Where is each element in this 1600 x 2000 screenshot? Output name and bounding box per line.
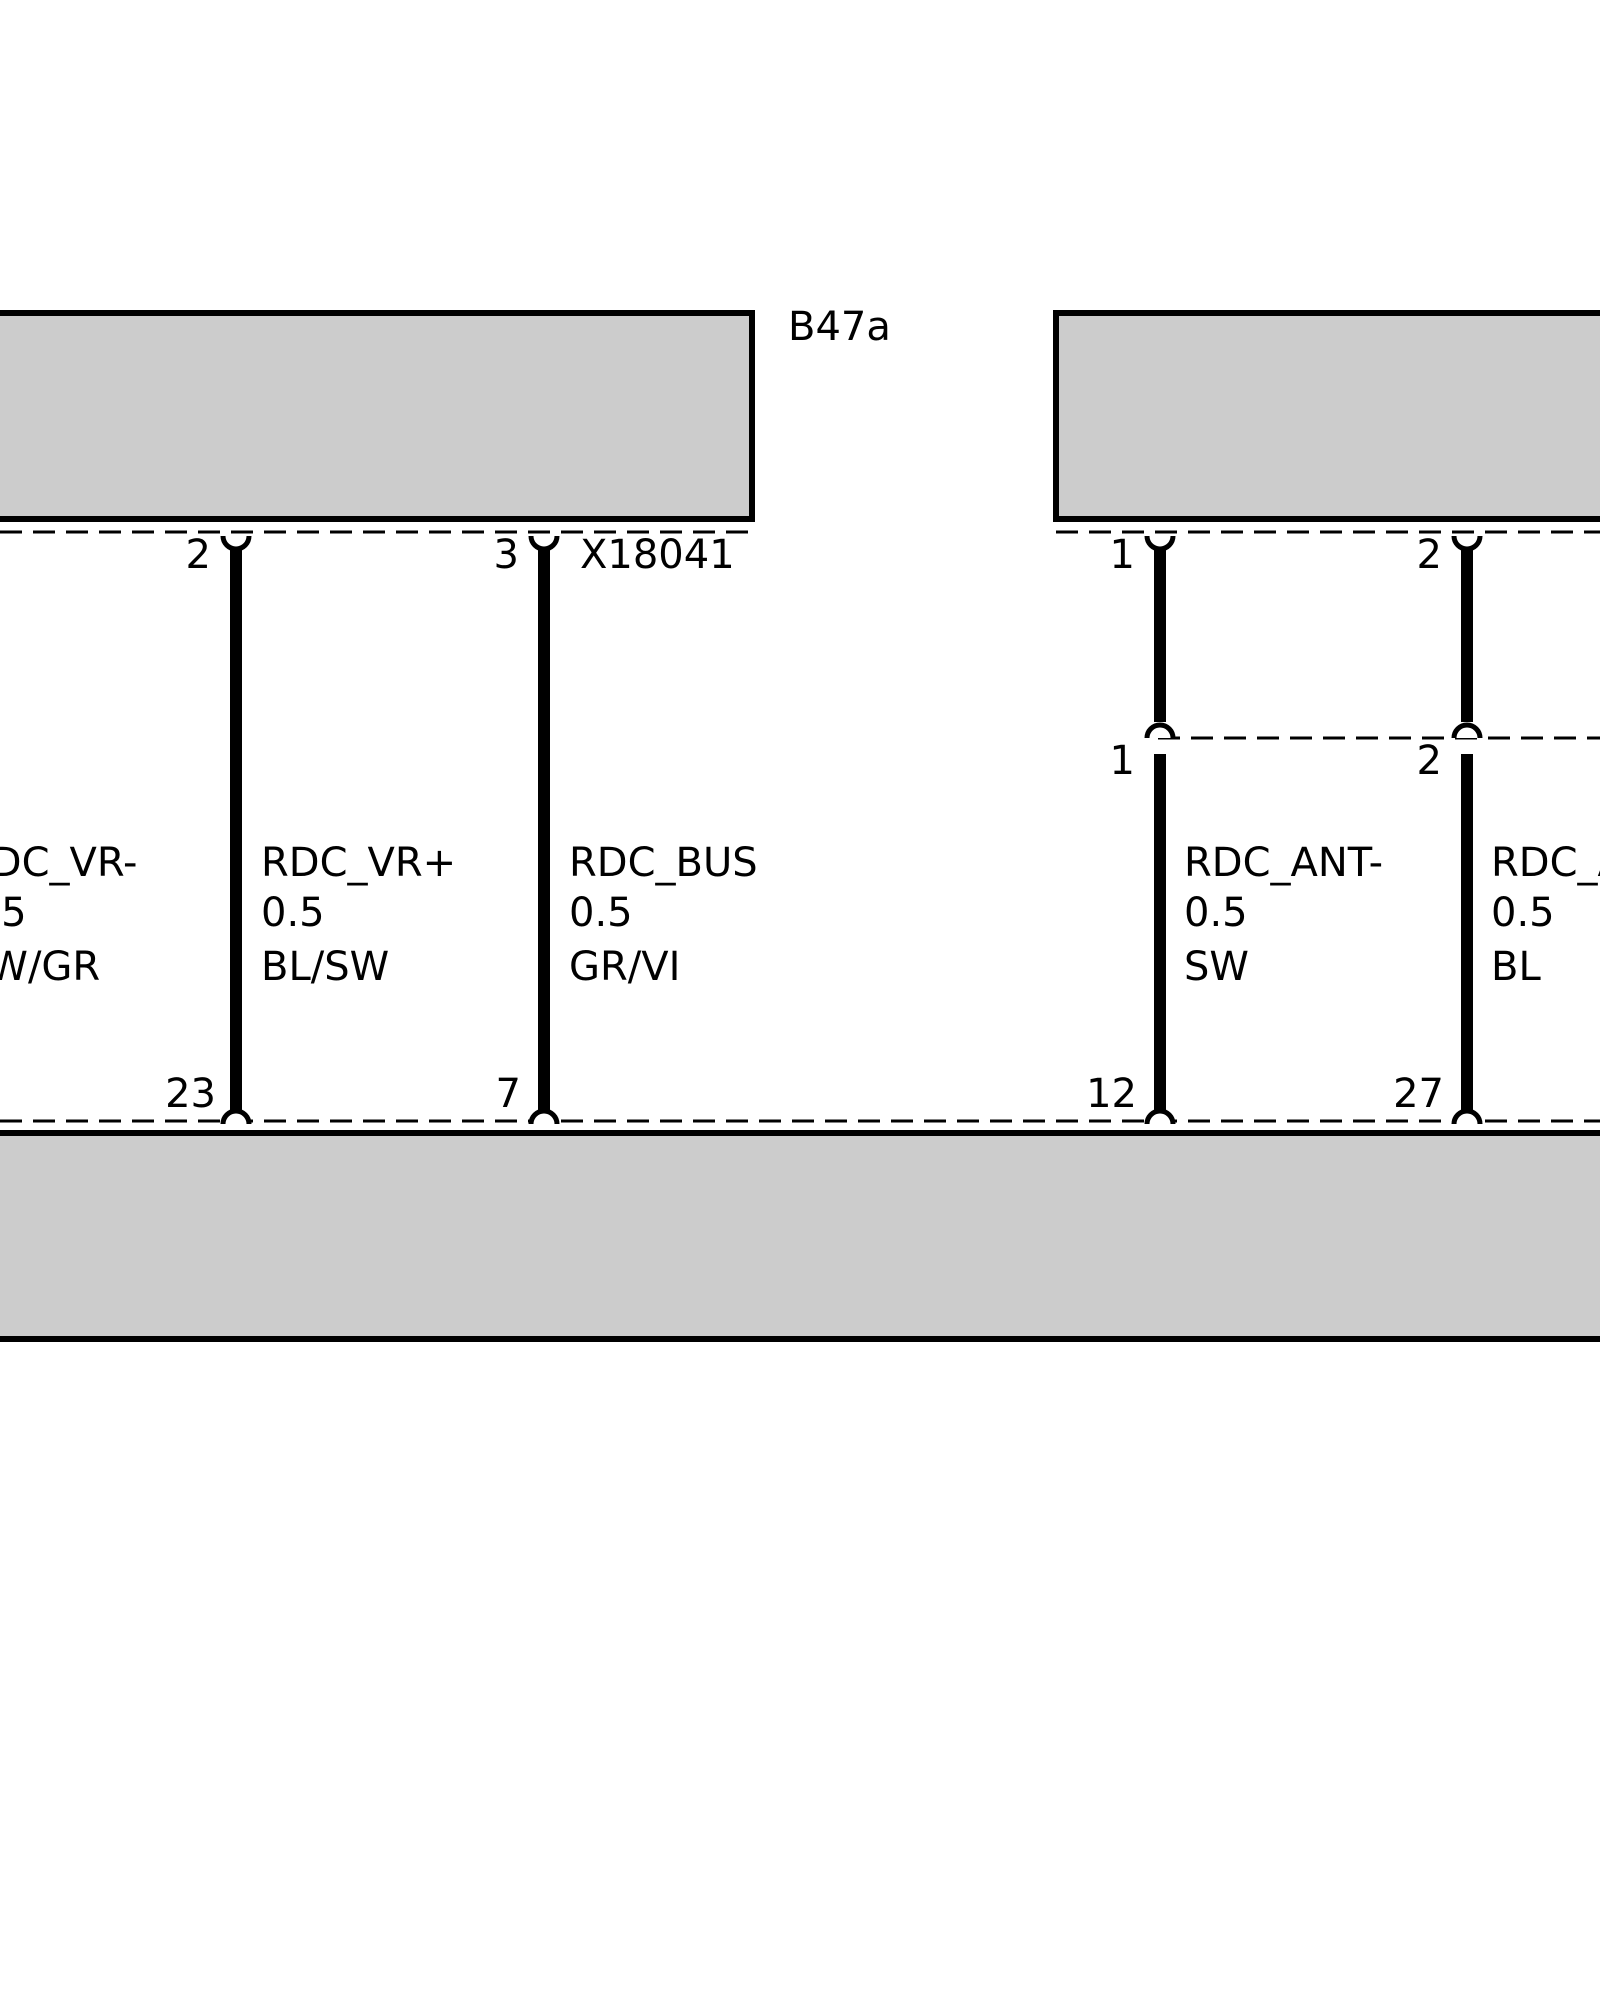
pin-terminal xyxy=(220,1108,252,1125)
wire-name: RDC_BUS xyxy=(569,840,758,886)
wire-cross-section: 0.5 xyxy=(261,890,325,936)
pin-number: 12 xyxy=(1086,1071,1137,1117)
pin-terminal xyxy=(528,535,560,552)
wire-label-rdc-bus: RDC_BUS 0.5 GR/VI xyxy=(569,840,758,990)
control-unit-box xyxy=(0,1130,1600,1342)
pin-terminal xyxy=(528,1108,560,1125)
wire-color: SW xyxy=(1184,944,1249,990)
wire-color: BL xyxy=(1491,944,1541,990)
pin-number: 2 xyxy=(1417,738,1442,784)
pin-terminals xyxy=(220,535,1483,1125)
pin-number: 1 xyxy=(1110,738,1135,784)
wire-label-rdc-ant-plus: RDC_ANT+ 0.5 BL xyxy=(1491,840,1600,990)
wire-cross-section: 0.5 xyxy=(569,890,633,936)
wire-cross-section: 0.5 xyxy=(0,890,27,936)
pin-number: 2 xyxy=(1417,532,1442,578)
pin-number: 2 xyxy=(186,532,211,578)
wire-color: BL/SW xyxy=(261,944,389,990)
pin-terminal xyxy=(1144,1108,1176,1125)
pin-terminal xyxy=(1451,535,1483,552)
component-b47a-box xyxy=(0,310,755,522)
pin-terminal xyxy=(220,535,252,552)
wire-label-rdc-vr-plus: RDC_VR+ 0.5 BL/SW xyxy=(261,840,456,990)
wire-name: RDC_VR- xyxy=(0,840,138,886)
component-antenna-box xyxy=(1053,310,1600,522)
pin-terminal xyxy=(1451,722,1483,739)
connector-label: X18041 xyxy=(580,532,735,578)
wire-color: SW/GR xyxy=(0,944,100,990)
wire-label-rdc-vr-minus: RDC_VR- 0.5 SW/GR xyxy=(0,840,138,990)
pin-number: 1 xyxy=(1110,532,1135,578)
pin-number: 23 xyxy=(165,1071,216,1117)
wire-color: GR/VI xyxy=(569,944,680,990)
wire-name: RDC_ANT+ xyxy=(1491,840,1600,886)
pin-number: 27 xyxy=(1393,1071,1444,1117)
wire-name: RDC_ANT- xyxy=(1184,840,1383,886)
wire-cross-section: 0.5 xyxy=(1184,890,1248,936)
wire-cross-section: 0.5 xyxy=(1491,890,1555,936)
pin-terminal xyxy=(1144,722,1176,739)
wire-name: RDC_VR+ xyxy=(261,840,456,886)
component-label: B47a xyxy=(788,304,891,350)
pin-number: 7 xyxy=(496,1071,521,1117)
pin-terminal xyxy=(1144,535,1176,552)
wire-label-rdc-ant-minus: RDC_ANT- 0.5 SW xyxy=(1184,840,1383,990)
pin-terminal xyxy=(1451,1108,1483,1125)
pin-number: 3 xyxy=(494,532,519,578)
